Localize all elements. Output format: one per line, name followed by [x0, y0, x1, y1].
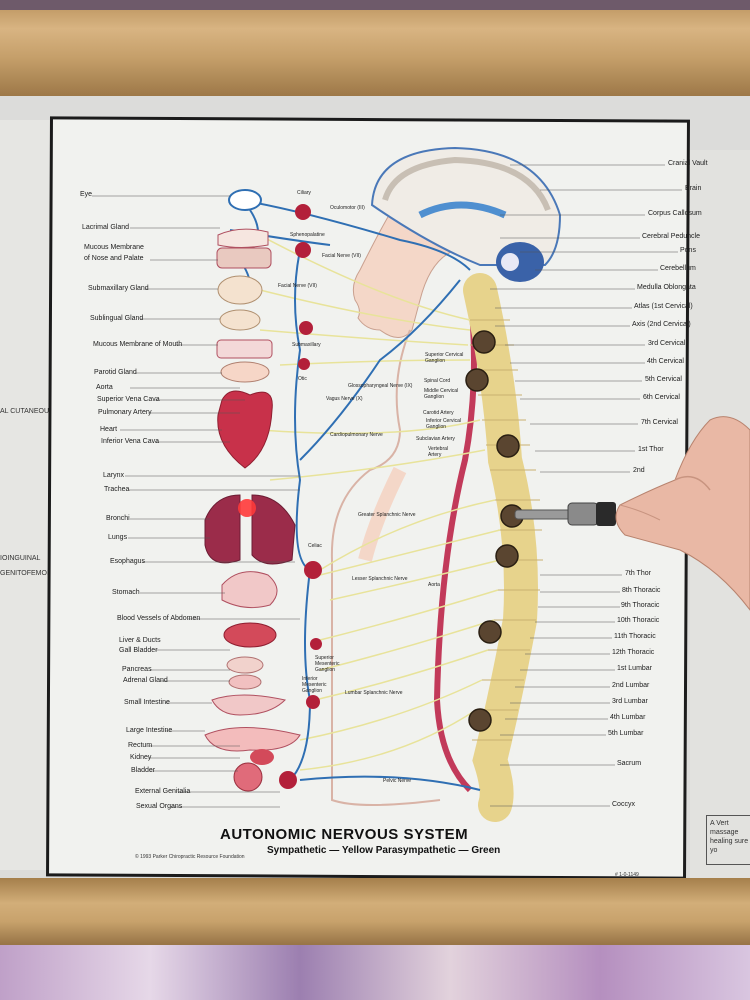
label-kidney: Kidney	[130, 754, 152, 761]
label-lumbar-splanchnic: Lumbar Splanchnic Nerve	[345, 690, 403, 696]
label-nose-palate: of Nose and Palate	[84, 255, 144, 262]
label-larynx: Larynx	[103, 472, 125, 479]
label-pelvic-nerve: Pelvic Nerve	[383, 778, 412, 784]
label-sexual-organs: Sexual Organs	[136, 803, 183, 810]
label-oculomotor: Oculomotor (III)	[330, 205, 365, 211]
label-pancreas: Pancreas	[122, 666, 152, 673]
label-5th-lumbar: 5th Lumbar	[608, 730, 644, 737]
poster-catalog-number: # 1-0-1149	[615, 872, 639, 878]
label-celiac: Celiac	[308, 543, 322, 549]
label-11th-thoracic: 11th Thoracic	[614, 633, 656, 640]
label-2nd-lumbar: 2nd Lumbar	[612, 682, 650, 689]
label-eye: Eye	[80, 191, 93, 198]
label-7th-cervical: 7th Cervical	[641, 419, 678, 426]
label-cerebellum: Cerebellum	[660, 265, 696, 272]
label-heart: Heart	[100, 426, 118, 433]
label-4th-lumbar: 4th Lumbar	[610, 714, 646, 721]
label-vertebral-artery: Vertebral Artery	[428, 446, 449, 458]
label-sacrum: Sacrum	[617, 760, 642, 767]
poster-copyright: © 1993 Parker Chiropractic Resource Foun…	[135, 854, 245, 860]
label-trachea: Trachea	[104, 486, 130, 493]
label-inferior-mesenteric-ganglion: Inferior Mesenteric Ganglion	[302, 676, 327, 694]
label-submaxillary-ganglion: Submaxillary	[292, 342, 321, 348]
label-1st-thoracic: 1st Thor	[638, 446, 664, 453]
label-brain: Brain	[685, 185, 702, 192]
red-led-indicator	[238, 499, 256, 517]
label-cerebral-peduncle: Cerebral Peduncle	[642, 233, 700, 240]
label-liver-ducts: Liver & Ducts	[119, 637, 161, 644]
label-cardiopulmonary-nerve: Cardiopulmonary Nerve	[330, 432, 383, 438]
side-text-genitofemoral: GENITOFEMORAL	[0, 570, 61, 577]
label-mucous-membrane-mouth: Mucous Membrane of Mouth	[93, 341, 183, 348]
label-coccyx: Coccyx	[612, 801, 635, 808]
label-4th-cervical: 4th Cervical	[647, 358, 684, 365]
label-superior-mesenteric-ganglion: Superior Mesenteric Ganglion	[315, 655, 340, 673]
label-ciliary: Ciliary	[297, 190, 311, 196]
label-vagus-nerve: Vagus Nerve (X)	[326, 396, 363, 402]
hand-holding-probe	[615, 416, 750, 611]
label-submaxillary-gland: Submaxillary Gland	[88, 285, 149, 292]
label-stomach: Stomach	[112, 589, 140, 596]
label-facial-nerve-b: Facial Nerve (VII)	[278, 283, 317, 289]
label-external-genitalia: External Genitalia	[135, 788, 191, 795]
label-cranial-vault: Cranial Vault	[668, 160, 708, 167]
label-large-intestine: Large Intestine	[126, 727, 173, 734]
label-sphenopalatine: Sphenopalatine	[290, 232, 325, 238]
poster-title: AUTONOMIC NERVOUS SYSTEM	[220, 826, 469, 843]
label-9th-thoracic: 9th Thoracic	[621, 602, 660, 609]
label-middle-cervical-ganglion: Middle Cervical Ganglion	[424, 388, 459, 400]
label-carotid-artery: Carotid Artery	[423, 410, 454, 416]
label-axis: Axis (2nd Cervical)	[632, 321, 691, 328]
label-3rd-lumbar: 3rd Lumbar	[612, 698, 648, 705]
label-pulmonary-artery: Pulmonary Artery	[98, 409, 152, 416]
label-medulla-oblongata: Medulla Oblongata	[637, 284, 696, 291]
label-lungs: Lungs	[108, 534, 128, 541]
label-facial-nerve-a: Facial Nerve (VII)	[322, 253, 361, 259]
label-lesser-splanchnic: Lesser Splanchnic Nerve	[352, 576, 408, 582]
label-bladder: Bladder	[131, 767, 156, 774]
label-7th-thoracic: 7th Thor	[625, 570, 651, 577]
label-rectum: Rectum	[128, 742, 153, 749]
label-blood-vessels-abdomen: Blood Vessels of Abdomen	[117, 615, 201, 622]
label-1st-lumbar: 1st Lumbar	[617, 665, 653, 672]
label-glossopharyngeal: Glossopharyngeal Nerve (IX)	[348, 383, 413, 389]
wooden-frame-bottom	[0, 878, 750, 950]
label-aorta-inner: Aorta	[428, 582, 440, 588]
label-gall-bladder: Gall Bladder	[119, 647, 158, 654]
label-greater-splanchnic: Greater Splanchnic Nerve	[358, 512, 416, 518]
label-mucous-membrane: Mucous Membrane	[84, 244, 144, 251]
label-6th-cervical: 6th Cervical	[643, 394, 680, 401]
label-spinal-cord: Spinal Cord	[424, 378, 451, 384]
label-esophagus: Esophagus	[110, 558, 146, 565]
side-text-ioinguinal: IOINGUINAL	[0, 555, 41, 562]
adjacent-poster-note: A Vert massage healing sure yo	[706, 815, 750, 865]
label-corpus-callosum: Corpus Callosum	[648, 210, 702, 217]
label-subclavian-artery: Subclavian Artery	[416, 436, 455, 442]
label-otic: Otic	[298, 376, 307, 382]
label-atlas: Atlas (1st Cervical)	[634, 303, 693, 310]
label-superior-vena-cava: Superior Vena Cava	[97, 396, 160, 403]
poster-subtitle: Sympathetic — Yellow Parasympathetic — G…	[267, 845, 501, 856]
label-small-intestine: Small Intestine	[124, 699, 170, 706]
label-8th-thoracic: 8th Thoracic	[622, 587, 661, 594]
wooden-frame-top	[0, 0, 750, 96]
fabric-background	[0, 945, 750, 1000]
label-lacrimal-gland: Lacrimal Gland	[82, 224, 130, 231]
label-5th-cervical: 5th Cervical	[645, 376, 682, 383]
label-inferior-cervical-ganglion: Inferior Cervical Ganglion	[426, 418, 462, 430]
side-text-cutaneous: AL CUTANEOUS	[0, 408, 54, 415]
label-superior-cervical-ganglion: Superior Cervical Ganglion	[425, 352, 464, 364]
label-sublingual-gland: Sublingual Gland	[90, 315, 144, 322]
label-12th-thoracic: 12th Thoracic	[612, 649, 655, 656]
label-parotid-gland: Parotid Gland	[94, 369, 137, 376]
label-inferior-vena-cava: Inferior Vena Cava	[101, 438, 159, 445]
label-10th-thoracic: 10th Thoracic	[617, 617, 660, 624]
label-3rd-cervical: 3rd Cervical	[648, 340, 686, 347]
label-bronchi: Bronchi	[106, 515, 130, 522]
label-2nd-thoracic: 2nd	[633, 467, 645, 474]
label-adrenal-gland: Adrenal Gland	[123, 677, 168, 684]
label-aorta: Aorta	[96, 384, 113, 391]
label-pons: Pons	[680, 247, 696, 254]
